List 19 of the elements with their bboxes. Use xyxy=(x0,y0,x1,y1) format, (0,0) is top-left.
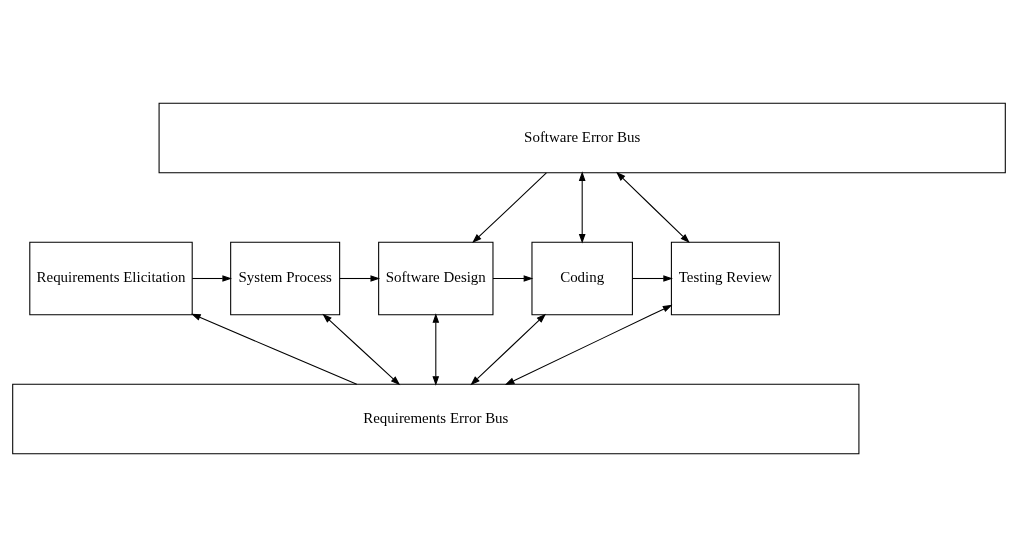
node-box: Coding xyxy=(531,241,633,315)
node-box: Requirements Elicitation xyxy=(29,241,193,315)
node-box: Requirements Error Bus xyxy=(12,383,860,454)
arrow xyxy=(432,312,440,386)
arrow xyxy=(191,274,232,282)
arrow xyxy=(339,274,381,282)
arrow xyxy=(472,171,547,243)
arrow xyxy=(616,171,690,243)
node-box: Software Design xyxy=(378,241,494,315)
node-box: Software Error Bus xyxy=(158,102,1006,173)
node-box: Testing Review xyxy=(670,241,780,315)
arrow xyxy=(504,304,673,385)
arrow xyxy=(470,313,547,385)
node-box: System Process xyxy=(230,241,341,315)
arrow xyxy=(632,274,673,282)
arrow xyxy=(191,313,358,385)
arrow xyxy=(322,313,401,385)
arrow xyxy=(492,274,534,282)
arrow xyxy=(578,170,586,244)
